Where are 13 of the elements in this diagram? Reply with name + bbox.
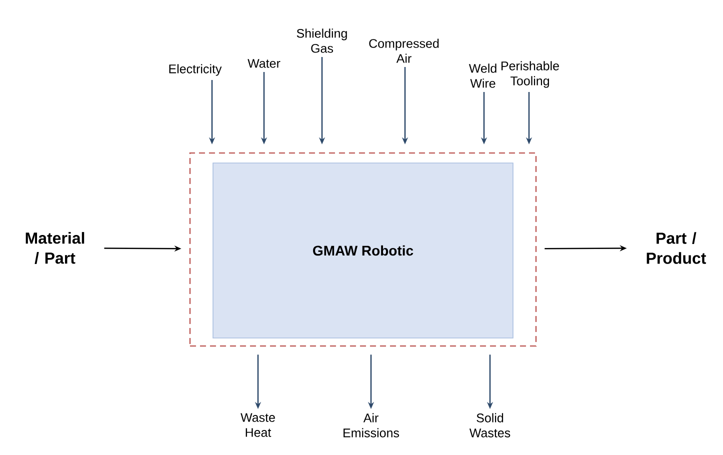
process-box: GMAW Robotic	[212, 162, 514, 338]
input-label: Shielding Gas	[296, 28, 347, 53]
output-label: Solid Wastes	[469, 413, 510, 438]
system-boundary	[189, 152, 537, 347]
flow-label: Part / Product	[646, 232, 706, 264]
flow-label: Material / Part	[26, 232, 84, 264]
input-label: Compressed Air	[369, 38, 439, 63]
output-label: Air Emissions	[344, 413, 400, 438]
input-label: Perishable Tooling	[502, 61, 559, 88]
input-label: Weld Wire	[468, 64, 496, 88]
output-label: Waste Heat	[240, 413, 275, 437]
input-label: Electricity	[169, 64, 222, 76]
input-label: Water	[248, 59, 280, 68]
